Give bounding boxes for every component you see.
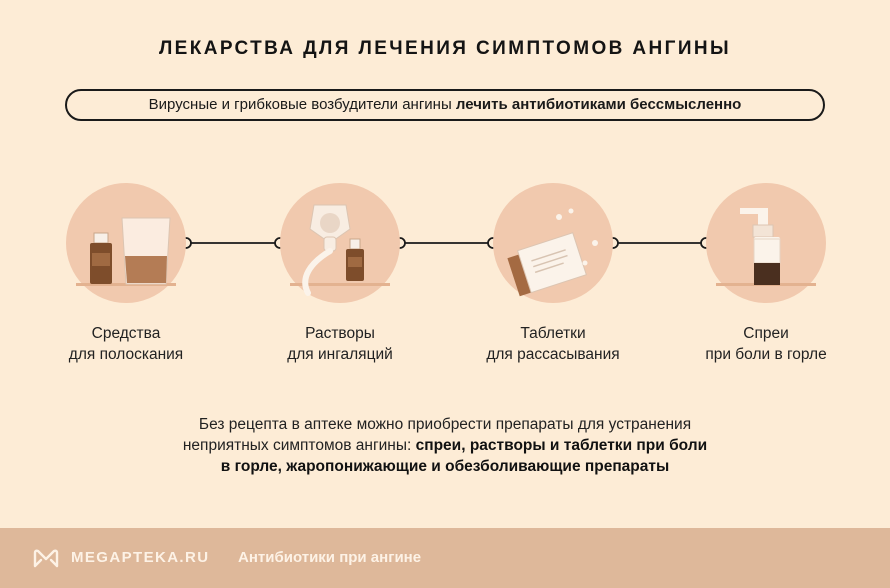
note-text: Вирусные и грибковые возбудители ангины <box>148 96 456 113</box>
page-title: ЛЕКАРСТВА ДЛЯ ЛЕЧЕНИЯ СИМПТОМОВ АНГИНЫ <box>158 38 732 59</box>
note-bold-text: лечить антибиотиками бессмысленно <box>455 96 742 113</box>
megapteka-logo-icon <box>33 549 59 568</box>
footer-bar <box>0 528 890 588</box>
throat-spray-icon <box>706 183 826 303</box>
item-label-spray: Спреи при боли в горле <box>705 325 827 363</box>
inhaler-mask-icon <box>280 183 400 303</box>
connector-3 <box>607 237 712 249</box>
item-label-gargle: Средства для полоскания <box>68 325 184 363</box>
connector-2 <box>394 237 499 249</box>
warning-note: Вирусные и грибковые возбудители ангины … <box>65 89 825 121</box>
item-label-inhalation: Растворы для ингаляций <box>287 325 393 363</box>
footer-article-title: Антибиотики при ангине <box>238 549 422 566</box>
gargle-bottle-cup-icon <box>66 183 186 303</box>
connector-1 <box>180 237 286 249</box>
lozenges-box-icon <box>493 183 613 303</box>
bottom-paragraph: Без рецепта в аптеке можно приобрести пр… <box>182 416 708 475</box>
item-label-lozenges: Таблетки для рассасывания <box>486 325 620 363</box>
brand-name[interactable]: MEGAPTEKA.RU <box>71 549 210 566</box>
